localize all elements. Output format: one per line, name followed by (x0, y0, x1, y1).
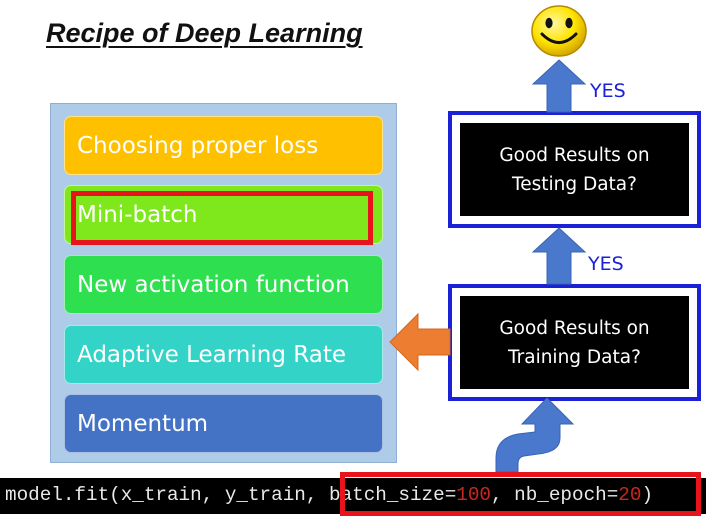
technique-label: New activation function (77, 271, 350, 298)
batch-params-highlight (340, 472, 701, 516)
code-epoch-value: 20 (618, 484, 642, 506)
technique-new-activation-function: New activation function (64, 255, 383, 314)
arrow-left-to-techniques (389, 312, 451, 372)
technique-label: Momentum (77, 410, 209, 437)
code-bar (0, 478, 706, 514)
training-line-1: Good Results on (499, 317, 650, 339)
technique-label: Choosing proper loss (77, 132, 319, 159)
code-batch-value: 100 (456, 484, 491, 506)
testing-line-2: Testing Data? (512, 173, 637, 195)
testing-line-1: Good Results on (499, 144, 650, 166)
yes-label-middle: YES (588, 253, 624, 275)
slide-title: Recipe of Deep Learning (46, 18, 363, 48)
arrow-up-to-smiley (531, 59, 587, 113)
code-line: model.fit(x_train, y_train, batch_size=1… (5, 483, 653, 507)
curved-arrow-from-code (495, 397, 575, 472)
technique-label: Mini-batch (77, 201, 198, 228)
testing-data-box: Good Results on Testing Data? (448, 111, 701, 228)
training-data-box: Good Results on Training Data? (448, 284, 701, 401)
smiley-icon (531, 5, 587, 57)
technique-label: Adaptive Learning Rate (77, 341, 347, 368)
code-batch-key: batch_size= (328, 484, 457, 506)
code-separator: , (490, 484, 515, 506)
arrow-up-to-testing (531, 227, 587, 285)
training-line-2: Training Data? (508, 346, 641, 368)
code-epoch-key: nb_epoch= (514, 484, 619, 506)
code-prefix: model.fit(x_train, y_train, (5, 484, 329, 506)
yes-label-top: YES (590, 80, 626, 102)
technique-momentum: Momentum (64, 394, 383, 453)
technique-adaptive-learning-rate: Adaptive Learning Rate (64, 325, 383, 384)
mini-batch-highlight (71, 191, 373, 245)
code-suffix: ) (641, 484, 654, 506)
technique-choosing-proper-loss: Choosing proper loss (64, 116, 383, 175)
